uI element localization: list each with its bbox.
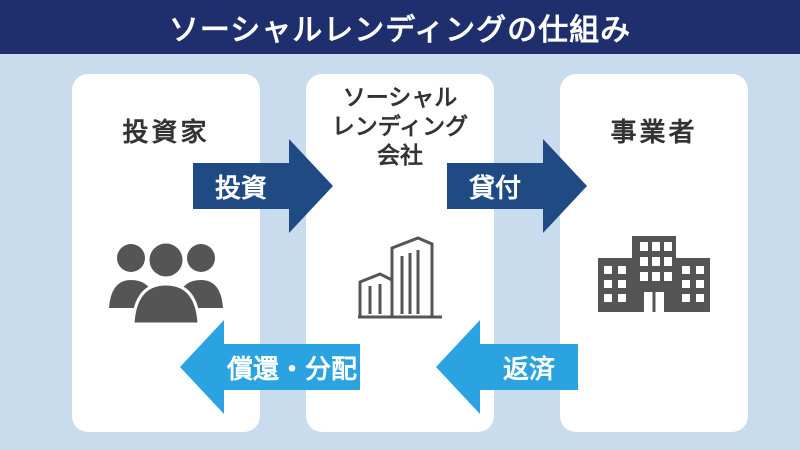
lending-company-label-line-3: 会社 — [377, 143, 423, 169]
people-group-icon — [109, 240, 223, 324]
lending-company-label: ソーシャル レンディング 会社 — [306, 84, 494, 171]
business-operator-label: 事業者 — [610, 118, 698, 148]
investor-label: 投資家 — [122, 118, 210, 148]
repay-arrow-label: 返済 — [502, 354, 555, 385]
invest-arrow — [193, 139, 333, 233]
page-title: ソーシャルレンディングの仕組み — [0, 0, 800, 54]
lending-company-label-line-1: ソーシャル — [342, 85, 458, 111]
loan-arrow-label: 貸付 — [468, 173, 521, 204]
business-operator-panel: 事業者 — [560, 74, 748, 432]
lending-company-label-line-2: レンディング — [331, 114, 469, 140]
redeem-distribute-arrow — [180, 320, 360, 414]
redeem-distribute-arrow-label: 償還・分配 — [226, 354, 357, 385]
office-buildings-icon — [358, 236, 442, 319]
investor-panel: 投資家 — [72, 74, 260, 432]
repay-arrow — [436, 320, 578, 414]
invest-arrow-label: 投資 — [214, 173, 267, 204]
office-building-icon — [598, 236, 710, 312]
loan-arrow — [447, 139, 587, 233]
